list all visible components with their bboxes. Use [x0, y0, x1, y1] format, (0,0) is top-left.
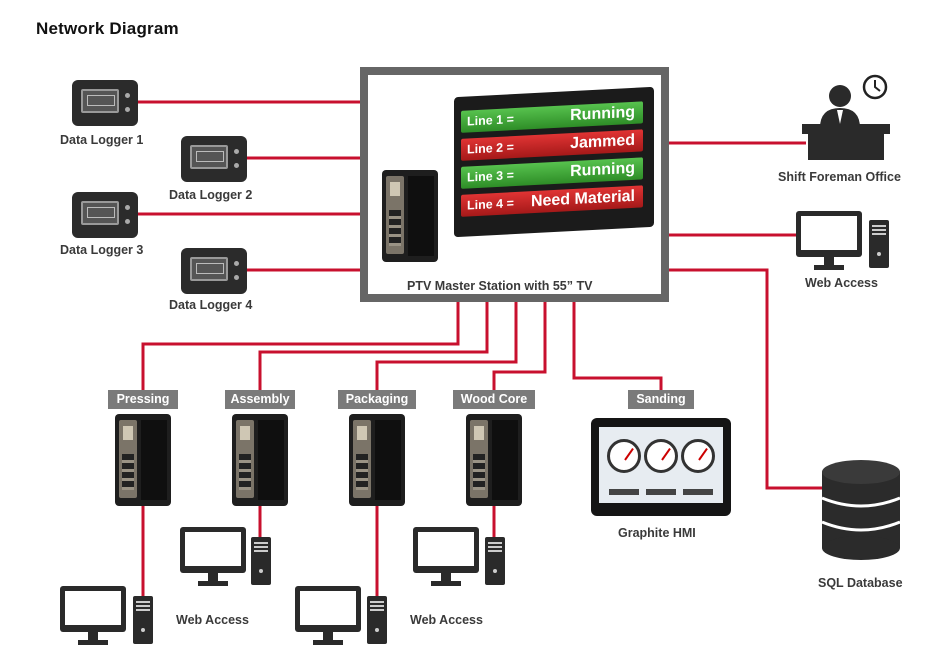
- tag-pressing: Pressing: [108, 390, 178, 409]
- tv-row-1-status: Running: [570, 103, 635, 125]
- tag-assembly: Assembly: [225, 390, 295, 409]
- web-access-pc-2-monitor-icon: [60, 586, 126, 645]
- tv-row-2: Line 2 = Jammed: [461, 129, 643, 161]
- link-pressing: [141, 302, 460, 390]
- data-logger-1-device: [72, 80, 138, 126]
- web-access-right-tower-icon: [869, 220, 889, 268]
- graphite-hmi-device: [591, 418, 731, 516]
- tv-row-1: Line 1 = Running: [461, 101, 643, 133]
- sql-database-label: SQL Database: [818, 576, 903, 590]
- tag-sanding: Sanding: [628, 390, 694, 409]
- sql-database-icon: [822, 460, 900, 560]
- assembly-ptv-device: [232, 414, 288, 506]
- data-logger-4-device: [181, 248, 247, 294]
- tag-wood-core: Wood Core: [453, 390, 535, 409]
- tv-row-3-status: Running: [570, 159, 635, 181]
- tv-row-3-line: Line 3 =: [467, 168, 514, 185]
- tv-row-2-status: Jammed: [570, 131, 635, 153]
- link-assembly: [258, 302, 489, 390]
- tv-row-2-line: Line 2 =: [467, 140, 514, 157]
- data-logger-2-device: [181, 136, 247, 182]
- tv-row-3: Line 3 = Running: [461, 157, 643, 189]
- tv-row-4-line: Line 4 =: [467, 196, 514, 213]
- data-logger-2-label: Data Logger 2: [169, 188, 253, 202]
- web-access-pc-4-tower-icon: [367, 596, 387, 644]
- web-access-pc-3-tower-icon: [485, 537, 505, 585]
- packaging-ptv-device: [349, 414, 405, 506]
- tv-row-4-status: Need Material: [530, 187, 635, 211]
- web-access-bottom-left-label: Web Access: [176, 613, 249, 627]
- link-woodcore: [492, 302, 547, 390]
- web-access-pc-1-monitor-icon: [180, 527, 246, 586]
- web-access-pc-3-monitor-icon: [413, 527, 479, 586]
- web-access-pc-1-tower-icon: [251, 537, 271, 585]
- web-access-pc-4-monitor-icon: [295, 586, 361, 645]
- master-station-label: PTV Master Station with 55” TV: [407, 279, 593, 293]
- link-packaging: [375, 302, 518, 390]
- data-logger-3-label: Data Logger 3: [60, 243, 144, 257]
- woodcore-ptv-device: [466, 414, 522, 506]
- tv-row-4: Line 4 = Need Material: [461, 185, 643, 217]
- link-sanding: [572, 302, 663, 390]
- graphite-hmi-label: Graphite HMI: [618, 526, 696, 540]
- tv-row-1-line: Line 1 =: [467, 112, 514, 129]
- page-title: Network Diagram: [36, 19, 179, 38]
- data-logger-1-label: Data Logger 1: [60, 133, 144, 147]
- shift-foreman-icon: [802, 74, 890, 160]
- web-access-right-monitor-icon: [796, 211, 862, 270]
- data-logger-4-label: Data Logger 4: [169, 298, 253, 312]
- data-logger-3-device: [72, 192, 138, 238]
- master-ptv-device: [382, 170, 438, 262]
- tv-display: Line 1 = Running Line 2 = Jammed Line 3 = R…: [454, 86, 654, 238]
- link-sql: [669, 268, 822, 490]
- web-access-bottom-right-label: Web Access: [410, 613, 483, 627]
- tag-packaging: Packaging: [338, 390, 416, 409]
- web-access-right-label: Web Access: [805, 276, 878, 290]
- web-access-pc-2-tower-icon: [133, 596, 153, 644]
- shift-foreman-label: Shift Foreman Office: [778, 170, 901, 184]
- pressing-ptv-device: [115, 414, 171, 506]
